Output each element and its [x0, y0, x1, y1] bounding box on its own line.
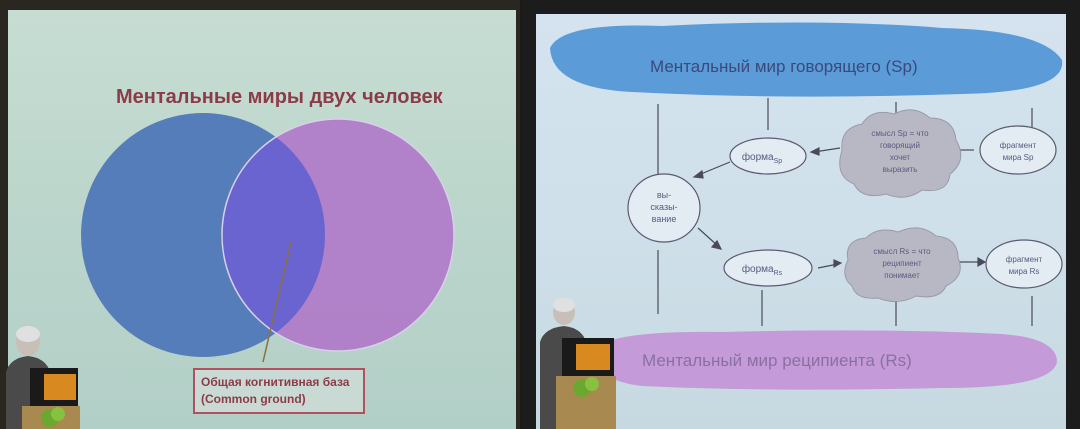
photo-left-venn-slide: Ментальные миры двух человек Общая когни… — [0, 0, 520, 429]
speaker-world-band — [550, 22, 1063, 97]
svg-text:фрагмент: фрагмент — [1006, 255, 1043, 264]
slide-title: Ментальные миры двух человек — [116, 86, 443, 108]
svg-text:фрагмент: фрагмент — [1000, 141, 1037, 150]
speaker-world-label: Ментальный мир говорящего (Sp) — [650, 57, 918, 76]
photo-right-communication-slide: Ментальный мир говорящего (Sp) Ментальны… — [522, 0, 1080, 429]
svg-text:сказы-: сказы- — [650, 202, 677, 212]
svg-text:понимает: понимает — [884, 271, 920, 280]
node-fragment-speaker — [979, 125, 1057, 175]
svg-text:вание: вание — [652, 214, 677, 224]
node-utterance — [627, 173, 701, 243]
svg-text:говорящий: говорящий — [880, 141, 920, 150]
node-meaning-speaker-cloud — [839, 109, 962, 198]
node-fragment-recipient — [985, 239, 1063, 289]
venn-overlap — [222, 119, 325, 351]
projection-screen-left: Ментальные миры двух человек Общая когни… — [8, 10, 516, 429]
recipient-world-label: Ментальный мир реципиента (Rs) — [642, 351, 912, 370]
svg-text:мира Rs: мира Rs — [1009, 267, 1040, 276]
communication-diagram: Ментальный мир говорящего (Sp) Ментальны… — [540, 22, 1063, 429]
svg-text:смысл Rs = что: смысл Rs = что — [873, 247, 931, 256]
svg-text:мира Sp: мира Sp — [1003, 153, 1034, 162]
node-meaning-recipient-cloud — [844, 227, 961, 302]
svg-text:формаRs: формаRs — [742, 263, 783, 277]
common-ground-label: Общая когнитивная база — [201, 375, 350, 389]
presenter-figure — [6, 326, 80, 429]
svg-text:смысл Sp = что: смысл Sp = что — [871, 129, 929, 138]
node-form-recipient — [723, 249, 813, 287]
svg-text:реципиент: реципиент — [882, 259, 922, 268]
pointer-line — [262, 241, 292, 363]
presenter-figure-right — [540, 298, 616, 429]
node-form-speaker — [729, 137, 807, 175]
venn-diagram — [81, 113, 455, 363]
common-ground-label-en: (Common ground) — [201, 392, 306, 406]
recipient-world-band — [592, 330, 1057, 390]
svg-text:хочет: хочет — [890, 153, 911, 162]
common-ground-box: Общая когнитивная база (Common ground) — [193, 368, 365, 414]
svg-text:формаSp: формаSp — [742, 151, 782, 165]
svg-text:вы-: вы- — [657, 190, 671, 200]
svg-text:выразить: выразить — [883, 165, 918, 174]
